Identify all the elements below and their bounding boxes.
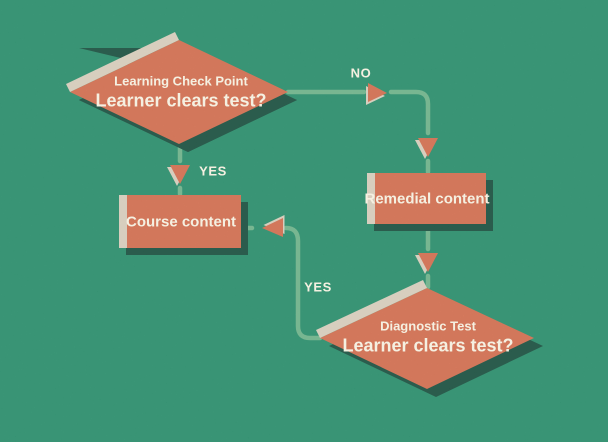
yes-label-checkpoint: YES [199, 163, 227, 179]
arrow-down-course-icon [167, 165, 190, 186]
no-label: NO [350, 65, 372, 81]
connector-no-path [285, 89, 431, 175]
arrow-right-icon [366, 83, 387, 105]
diagnostic-subtitle: Diagnostic Test [380, 318, 476, 334]
diagnostic-question: Learner clears test? [342, 335, 514, 356]
checkpoint-subtitle: Learning Check Point [114, 73, 248, 89]
remedial-content-label: Remedial content [364, 190, 490, 208]
yes-label-diagnostic: YES [304, 279, 332, 295]
checkpoint-question: Learner clears test? [95, 90, 267, 111]
arrow-down-remedial-icon [415, 138, 438, 159]
arrow-down-diagnostic-icon [415, 253, 438, 274]
course-content-label: Course content [125, 213, 237, 231]
arrow-left-course-icon [262, 215, 285, 237]
